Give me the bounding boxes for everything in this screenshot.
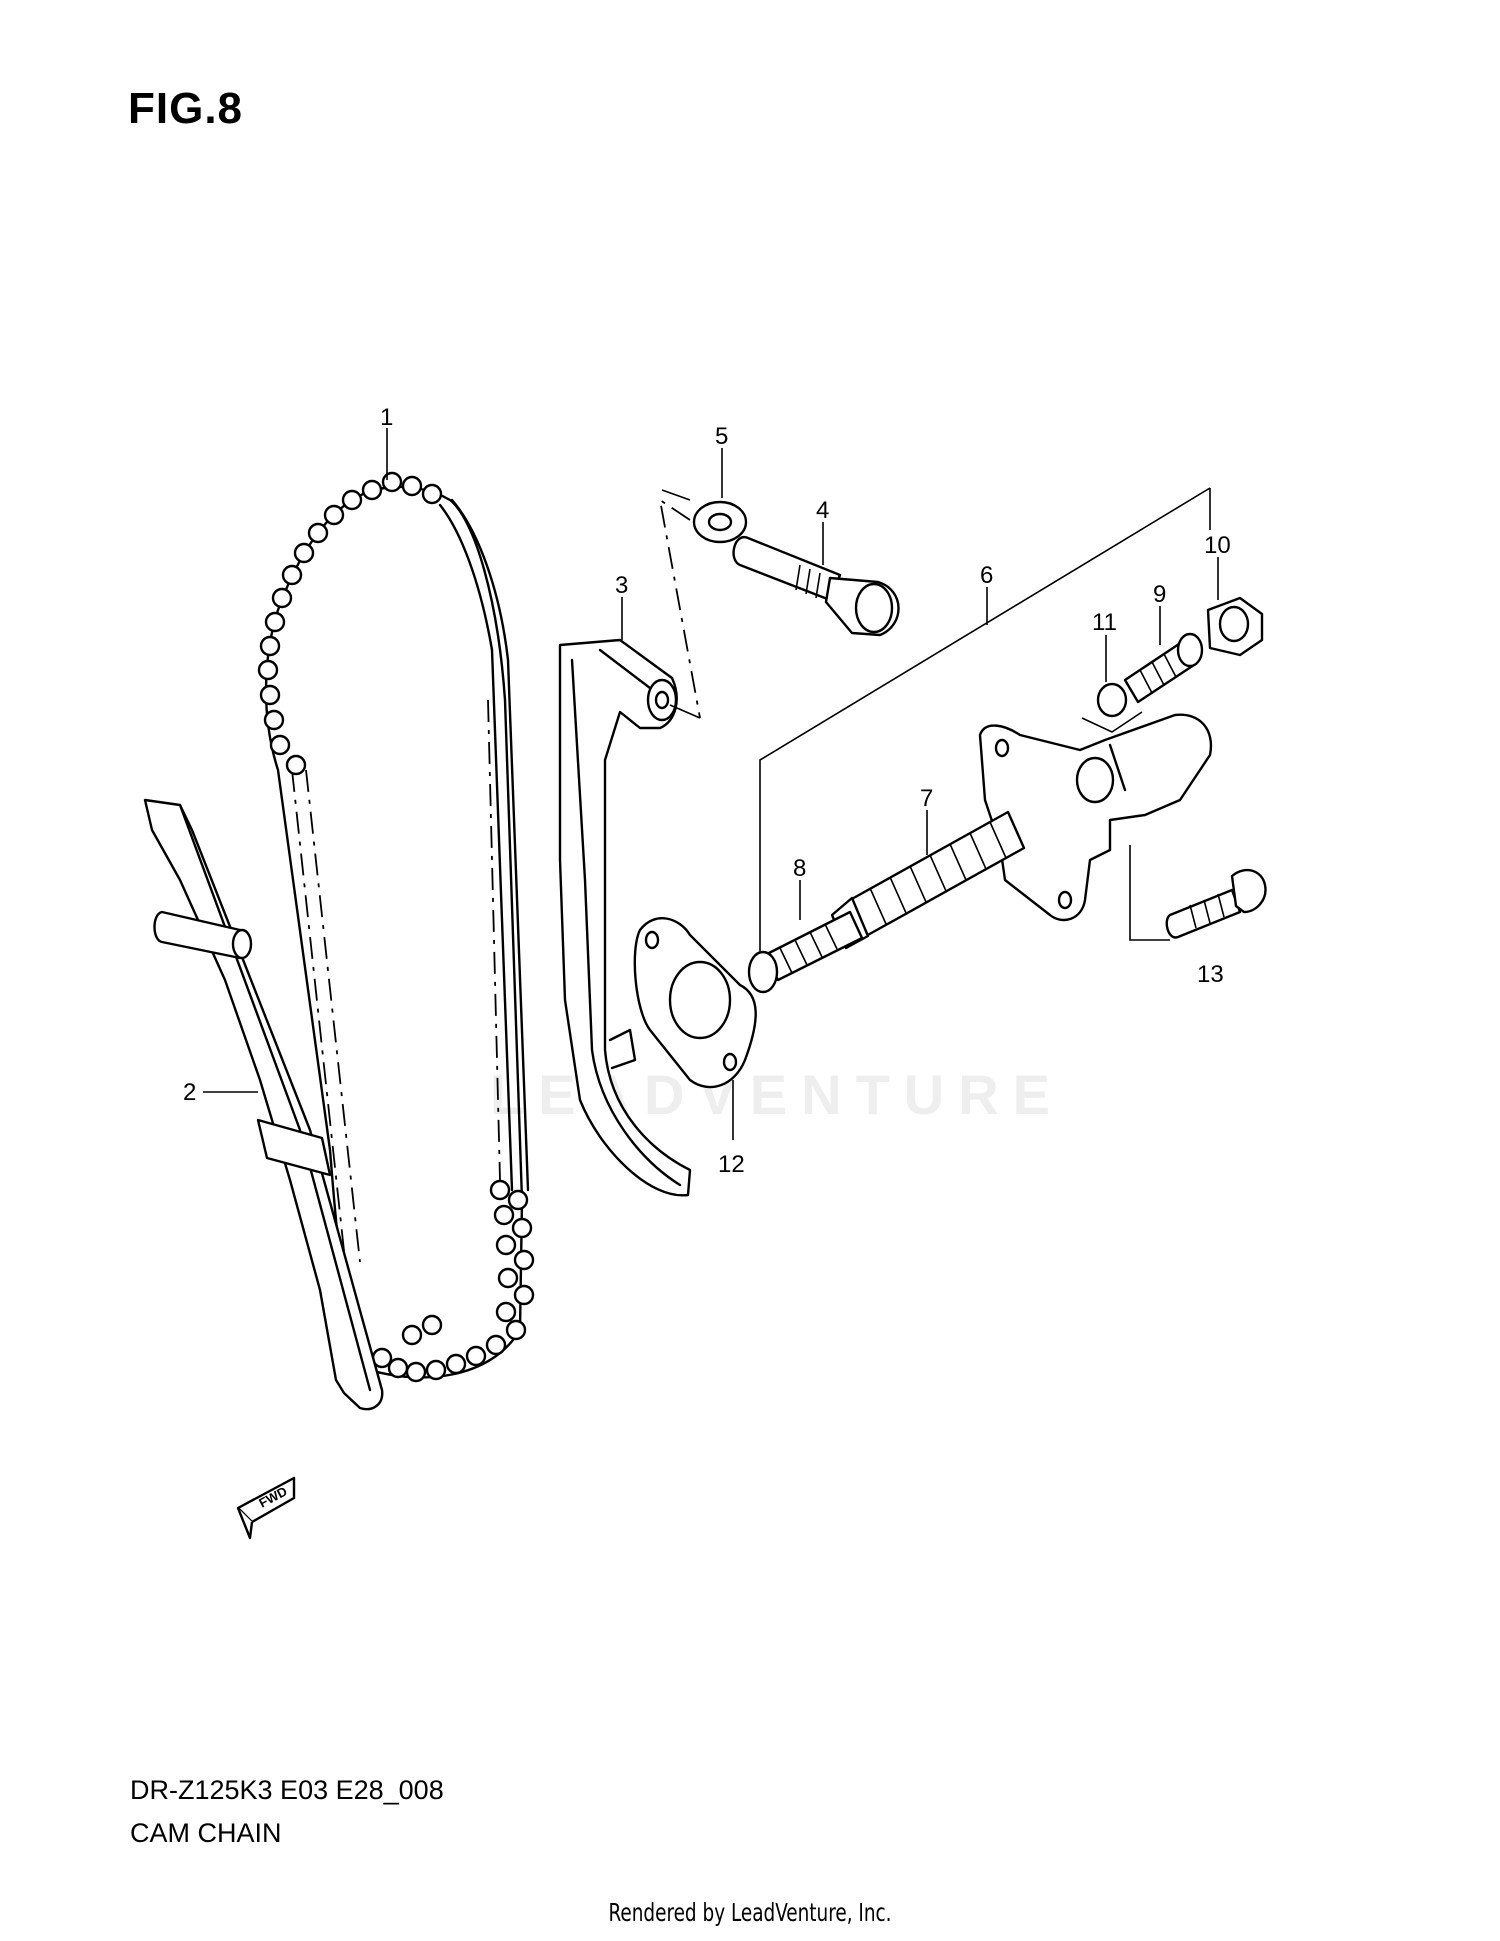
callout-1: 1	[380, 404, 393, 431]
callout-11: 11	[1092, 609, 1117, 636]
washer	[692, 500, 748, 544]
callout-8: 8	[793, 855, 806, 882]
tensioner-blade	[558, 638, 692, 1197]
callout-numbers: 1 2 3 4 5 6 7 8 9 10 11 12 13	[183, 404, 1231, 1178]
adjust-spring	[1123, 632, 1204, 704]
chain-guide	[143, 798, 384, 1411]
plunger-spring	[830, 810, 1026, 950]
cap-nut	[1206, 596, 1264, 657]
figure-title: FIG.8	[128, 84, 244, 133]
callout-12: 12	[718, 1151, 745, 1178]
chain-links-bottom	[371, 1179, 535, 1383]
callout-10: 10	[1204, 532, 1231, 559]
forward-arrow-icon: FWD	[236, 1476, 296, 1540]
callout-13: 13	[1197, 961, 1224, 988]
model-code: DR-Z125K3 E03 E28_008	[130, 1775, 444, 1805]
callout-5: 5	[715, 423, 728, 450]
o-ring	[1081, 682, 1143, 733]
leader-lines	[203, 428, 1219, 1140]
tensioner-body	[978, 713, 1213, 922]
section-name: CAM CHAIN	[130, 1818, 282, 1848]
callout-7: 7	[920, 785, 933, 812]
mounting-bolt	[1129, 845, 1267, 941]
callout-9: 9	[1153, 581, 1166, 608]
callout-2: 2	[183, 1079, 196, 1106]
pivot-bolt	[732, 536, 900, 637]
callout-4: 4	[816, 497, 829, 524]
gasket	[633, 917, 757, 1089]
callout-6: 6	[980, 562, 993, 589]
chain-links-top	[257, 471, 443, 776]
cam-chain	[257, 471, 535, 1383]
callout-3: 3	[615, 572, 628, 599]
plunger-head	[747, 910, 864, 994]
footer-credit: Rendered by LeadVenture, Inc.	[608, 1898, 892, 1927]
